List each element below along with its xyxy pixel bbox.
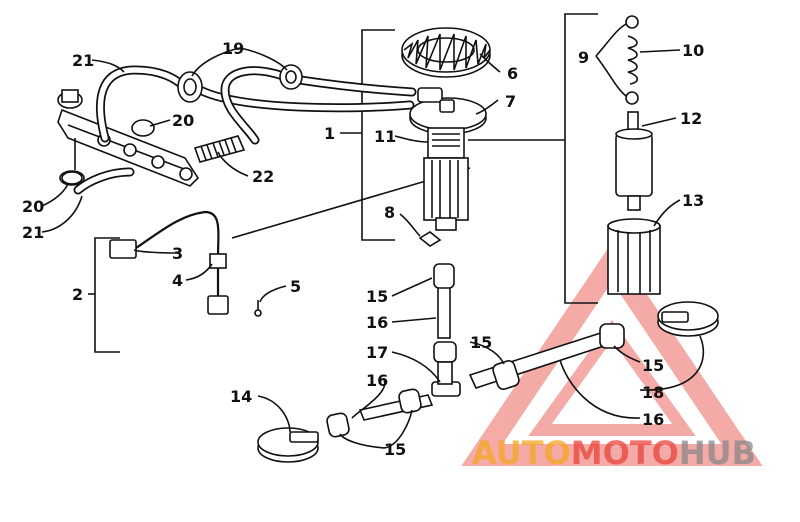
callout-13: 13: [682, 191, 704, 210]
hose-clamp-20-upper: [131, 119, 155, 137]
callout-6: 6: [507, 64, 518, 83]
callout-11: 11: [374, 127, 396, 146]
callout-22: 22: [252, 167, 274, 186]
hose-connector-15-top: [433, 263, 455, 289]
callout-10: 10: [682, 41, 704, 60]
hose-clamp-19-right: [279, 64, 303, 90]
callout-19: 19: [222, 39, 244, 58]
callout-1: 1: [324, 124, 335, 143]
callout-4: 4: [172, 271, 183, 290]
svg-text:AUTOMOTOHUB: AUTOMOTOHUB: [472, 434, 756, 472]
spring-10: [627, 35, 639, 85]
tank-lock-ring-6: [401, 27, 491, 78]
callout-12: 12: [680, 109, 702, 128]
corrugated-hose-22: [193, 135, 246, 163]
hose-tube-left: [326, 388, 434, 438]
wiring-harness-2: [109, 210, 229, 315]
callout-16c: 16: [642, 410, 664, 429]
assembly-bracket-1: [340, 29, 395, 241]
watermark-text: AUTOMOTOHUB: [472, 434, 756, 472]
module-flange-7: [409, 87, 487, 135]
callout-20b: 20: [22, 197, 44, 216]
strainer-14: [257, 427, 319, 463]
callout-15d: 15: [642, 356, 664, 375]
callout-5: 5: [290, 277, 301, 296]
o-ring-9: [625, 15, 639, 105]
screw-5: [254, 300, 262, 317]
fuel-hose-21-lower: [73, 167, 135, 195]
callout-15b: 15: [470, 333, 492, 352]
module-body-11: [423, 127, 469, 231]
fuel-pump-12: [615, 111, 653, 211]
retaining-clip-8: [418, 231, 442, 247]
callout-16b: 16: [366, 371, 388, 390]
watermark-part-moto: MOTO: [571, 434, 679, 472]
fuel-hose-21-upper: [95, 65, 188, 143]
callout-labels: 1 2 3 4 5 6 7 8 9 10 11 12 13 14 15 15 1…: [22, 39, 704, 459]
assembly-bracket-2: [88, 237, 120, 353]
callout-21a: 21: [72, 51, 94, 70]
callout-20a: 20: [172, 111, 194, 130]
hose-connector-15-right: [599, 323, 625, 349]
watermark-part-hub: HUB: [679, 434, 756, 472]
strainer-18: [657, 301, 719, 337]
callout-3: 3: [172, 244, 183, 263]
callout-8: 8: [384, 203, 395, 222]
callout-15c: 15: [384, 440, 406, 459]
callout-15a: 15: [366, 287, 388, 306]
callout-18: 18: [642, 383, 664, 402]
watermark-part-auto: AUTO: [472, 434, 571, 472]
callout-2: 2: [72, 285, 83, 304]
tee-fitting-17: [431, 361, 461, 397]
pump-sleeve-13: [607, 218, 661, 295]
callout-17: 17: [366, 343, 388, 362]
fuel-hose-upper-loop: [195, 66, 417, 145]
callout-9: 9: [578, 48, 589, 67]
callout-14: 14: [230, 387, 252, 406]
callout-16a: 16: [366, 313, 388, 332]
hose-clamp-20-lower: [61, 171, 83, 185]
fuel-rail: [57, 89, 200, 187]
leader-lines: [41, 23, 705, 449]
callout-21b: 21: [22, 223, 44, 242]
hose-connector-15-mid: [433, 341, 457, 363]
callout-7: 7: [505, 92, 516, 111]
hose-clamp-19-left: [177, 71, 203, 103]
hose-tube-right: [468, 329, 618, 391]
